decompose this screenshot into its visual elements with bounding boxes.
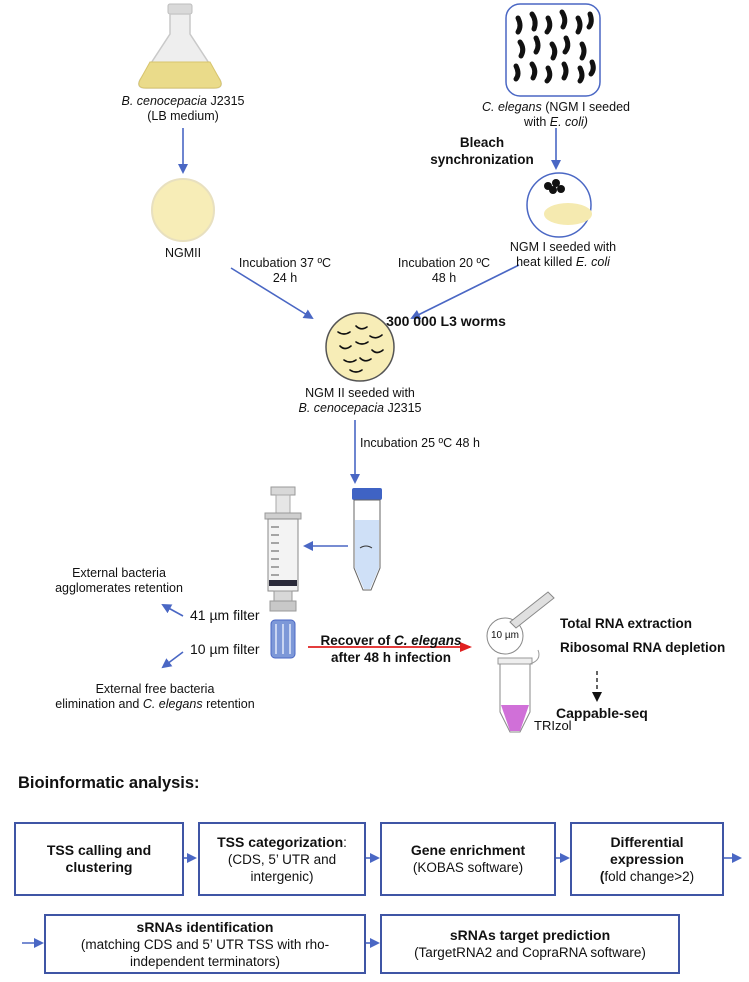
bleach-sync-label: Bleach synchronization [424,134,540,168]
celegans-rest1: (NGM I seeded [541,100,630,114]
recover-line1b: C. elegans [394,633,462,648]
ribosomal-label: Ribosomal RNA depletion [560,640,726,655]
ngm2-line2b: J2315 [383,401,422,415]
gene-enrichment-box: Gene enrichment (KOBAS software) [380,822,556,896]
tss-calling-box: TSS calling and clustering [14,822,184,896]
ngmi-line2a: heat killed [516,255,576,269]
bcc-medium: (LB medium) [147,109,219,123]
trizol-tube-icon [497,649,540,733]
celegans-species: C. elegans [482,100,542,114]
filter10-label: 10 µm filter [190,641,260,657]
ngmii-plate-icon [151,178,215,242]
ngmi-plate-icon [526,172,592,238]
bcc-strain: J2315 [206,94,245,108]
tss-cat-head: TSS categorization [217,833,344,850]
ext-agglom-line2: agglomerates retention [55,581,183,595]
srna-id-body: (matching CDS and 5’ UTR TSS with rho-in… [80,936,330,969]
celegans-culture-label: C. elegans (NGM I seeded with E. coli) [476,100,636,130]
syringe-filter-icon [264,486,302,659]
srna-id-head: sRNAs identification [136,918,274,935]
differential-expression-box: Differential expression (fold change>2) [570,822,724,896]
bioinf-title: Bioinformatic analysis: [18,774,200,792]
incubation-20-label: Incubation 20 ºC 48 h [388,256,500,286]
srna-target-box: sRNAs target prediction (TargetRNA2 and … [380,914,680,974]
total-rna-label: Total RNA extraction [560,616,693,631]
ngmi-line2b: E. coli [575,255,610,269]
celegans-line2a: with [524,115,550,129]
tss-cat-body: (CDS, 5’ UTR and intergenic) [227,851,337,884]
flask-icon [138,3,222,89]
cappable-label: Cappable-seq [556,705,648,721]
recover-line2: after 48 h infection [330,650,452,665]
gene-enrichment-body: (KOBAS software) [412,860,524,875]
ten-um-label: 10 µm [491,630,519,641]
trizol-label: TRIzol [534,718,572,733]
recover-line1a: Recover of [320,633,394,648]
ext-free-line2c: retention [202,697,255,711]
ngmii-label: NGMII [164,246,202,260]
diff-expr-body: fold change>2) [604,868,695,884]
celegans-line2b: E. coli) [549,115,588,129]
ext-agglom-label: External bacteria agglomerates retention [44,566,194,596]
recover-label: Recover of C. elegans after 48 h infecti… [306,632,476,666]
ngm2-label: NGM II seeded with B. cenocepacia J2315 [290,386,430,416]
bleach-line1: Bleach [459,135,505,150]
ngm2-line2a: B. cenocepacia [298,401,384,415]
falcon-tube-icon [352,488,382,591]
ext-free-line2a: elimination and [55,697,143,711]
incubation-37-line1: Incubation 37 ºC [238,256,332,270]
diff-expr-head: Differential expression [610,833,684,867]
diff-expr-paren: ( [599,868,605,884]
ngm2-line1: NGM II seeded with [305,386,415,400]
srna-target-body: (TargetRNA2 and CopraRNA software) [414,945,646,960]
bcc-species: B. cenocepacia [121,94,207,108]
filter41-label: 41 µm filter [190,607,260,623]
worms-count-label: 300 000 L3 worms [386,313,506,329]
gene-enrichment-head: Gene enrichment [410,842,526,858]
ngmi-line1: NGM I seeded with [509,240,617,254]
tss-categorization-box: TSS categorization: (CDS, 5’ UTR and int… [198,822,366,896]
bcc-culture-label: B. cenocepacia J2315 (LB medium) [110,94,256,124]
ext-free-line2b: C. elegans [142,697,203,711]
bleach-line2: synchronization [430,152,534,167]
srna-target-head: sRNAs target prediction [449,927,611,943]
incubation-25-label: Incubation 25 ºC 48 h [360,436,480,450]
incubation-37-line2: 24 h [272,271,298,285]
incubation-37-label: Incubation 37 ºC 24 h [230,256,340,286]
filter-10um-icon [486,617,524,655]
ext-free-line1: External free bacteria [95,682,215,696]
srna-identification-box: sRNAs identification (matching CDS and 5… [44,914,366,974]
tss-calling-head: TSS calling and clustering [46,842,152,875]
celegans-plate-icon [505,3,601,97]
ngmi-label: NGM I seeded with heat killed E. coli [505,240,621,270]
ngm2-worms-plate-icon [325,312,395,382]
incubation-20-line1: Incubation 20 ºC [397,256,491,270]
incubation-20-line2: 48 h [431,271,457,285]
ext-agglom-line1: External bacteria [72,566,166,580]
forceps-icon [509,591,555,629]
ext-free-label: External free bacteria elimination and C… [10,682,300,712]
tss-cat-suffix: : [343,834,347,850]
